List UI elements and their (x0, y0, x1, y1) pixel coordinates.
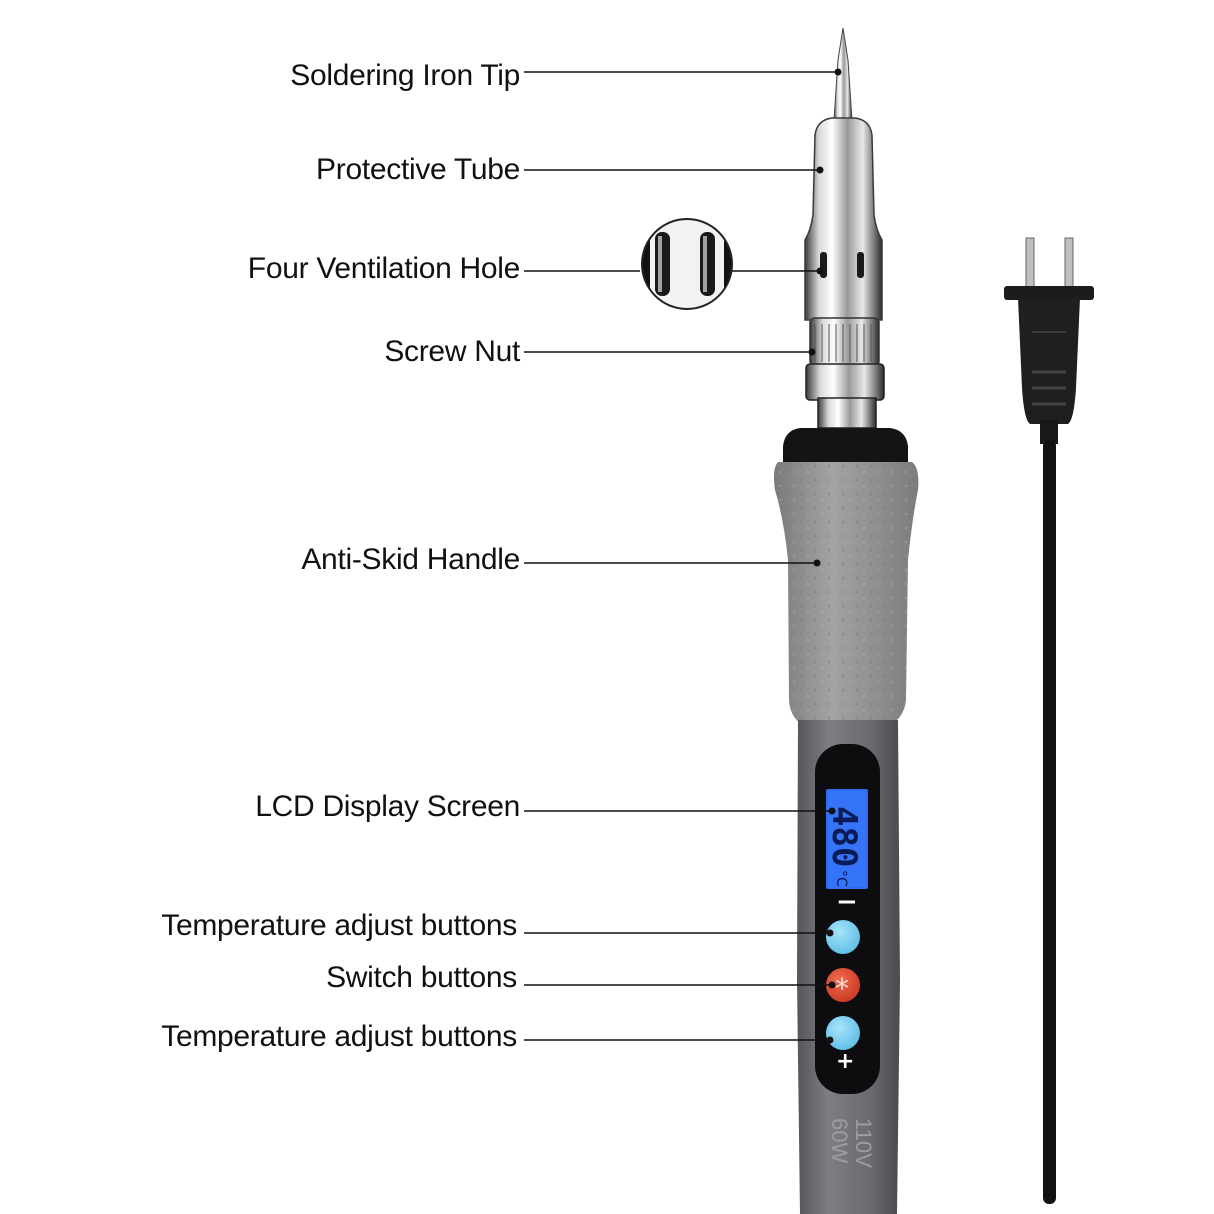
protective-tube (804, 117, 883, 321)
rating-voltage: 110V (851, 1118, 876, 1168)
label-protective-tube: Protective Tube (316, 153, 520, 186)
label-anti-skid-handle: Anti-Skid Handle (301, 543, 520, 576)
callout-lines (524, 71, 838, 1041)
label-switch-buttons: Switch buttons (326, 961, 517, 994)
power-cord (1043, 440, 1056, 1204)
rating-power: 60W (827, 1118, 852, 1163)
label-ventilation-hole: Four Ventilation Hole (247, 252, 521, 285)
screw-nut (809, 317, 880, 367)
switch-symbol: * (835, 972, 849, 1005)
minus-symbol: − (836, 887, 858, 917)
plus-button (826, 1016, 860, 1050)
plus-symbol: + (836, 1049, 854, 1074)
switch-button (826, 968, 860, 1002)
minus-button (826, 920, 860, 954)
lcd-unit: °C (833, 870, 849, 887)
label-screw-nut: Screw Nut (384, 335, 520, 368)
lcd-reading: 480 (824, 806, 864, 867)
label-lcd-display: LCD Display Screen (255, 790, 520, 823)
ventilation-closeup (642, 219, 732, 309)
label-soldering-iron-tip: Soldering Iron Tip (290, 59, 520, 92)
label-temperature-minus: Temperature adjust buttons (161, 909, 517, 942)
power-plug (1004, 237, 1094, 1204)
label-temperature-plus: Temperature adjust buttons (161, 1020, 517, 1053)
